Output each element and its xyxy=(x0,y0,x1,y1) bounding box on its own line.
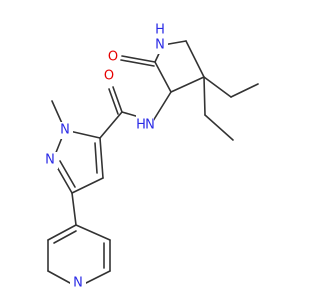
bond-py-c3b-c4 xyxy=(47,224,77,241)
bond-ethyl2-b xyxy=(204,114,234,141)
pyrazole-n1: N xyxy=(60,123,70,138)
ring-nh-nitrogen: N xyxy=(155,38,165,53)
structure-diagram: H N O O H N N N N xyxy=(42,22,259,291)
bond-amide-c-c5 xyxy=(99,111,123,139)
amide-hydrogen: H xyxy=(136,118,146,133)
bond-py-n-c2b xyxy=(47,270,71,284)
amide-nitrogen: N xyxy=(145,118,155,133)
bond-ch-co xyxy=(154,61,172,93)
bond-cq-ch xyxy=(170,76,205,93)
bond-c3-pyridine xyxy=(71,192,77,226)
pyridine-nitrogen: N xyxy=(73,276,83,291)
ring-nh-hydrogen: H xyxy=(155,23,165,38)
bond-ethyl1-b xyxy=(230,83,259,98)
bond-co-o-1 xyxy=(121,55,156,63)
bond-c3-c4 xyxy=(71,177,104,194)
bond-ch2-cq xyxy=(185,40,205,78)
bond-py-c2a-n xyxy=(85,270,111,284)
bonds xyxy=(47,40,259,284)
lactam-oxygen: O xyxy=(108,50,118,65)
bond-ch-amide-n xyxy=(152,91,172,122)
atom-labels: H N O O H N N N N xyxy=(42,22,168,291)
bond-n2-c3-inner xyxy=(59,160,76,188)
bond-py-c4-c3a xyxy=(75,224,111,241)
bond-c4-c5 xyxy=(99,137,104,179)
bond-py-c3b-c4-inner xyxy=(53,230,77,244)
pyrazole-n2: N xyxy=(45,153,55,168)
bond-c4-c5-inner xyxy=(94,142,98,174)
bond-cq-ethyl2-a xyxy=(203,76,206,116)
bond-co-o-2 xyxy=(120,59,155,67)
molecule-canvas: H N O O H N N N N xyxy=(42,22,259,291)
amide-oxygen: O xyxy=(104,69,114,84)
bond-amide-c-o-1 xyxy=(112,86,123,113)
bond-cq-ethyl1-a xyxy=(203,76,232,98)
bond-amide-c-o-2 xyxy=(108,88,119,115)
